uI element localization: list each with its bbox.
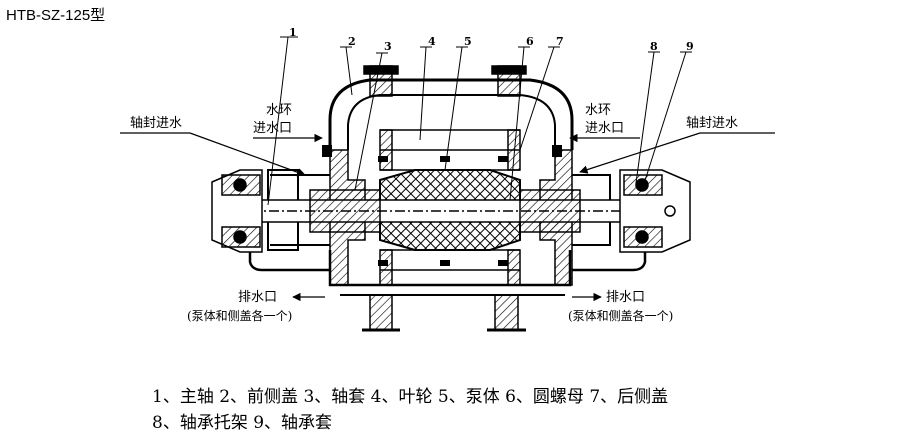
callout-numbers: 1 2 3 4 5 6 7 8 9	[289, 26, 694, 53]
main-shaft	[215, 189, 680, 233]
callout-8: 8	[650, 40, 658, 53]
label-drain-left: 排水口	[238, 290, 277, 305]
callout-3: 3	[384, 40, 392, 53]
callout-5: 5	[464, 35, 472, 48]
label-ring-water-left-1: 水环	[266, 103, 292, 118]
seal-water-left-arrow	[189, 132, 306, 177]
label-drain-right: 排水口	[606, 290, 645, 305]
legend-line-1: 1、主轴 2、前侧盖 3、轴套 4、叶轮 5、泵体 6、圆螺母 7、后侧盖	[152, 387, 669, 407]
seal-water-right-arrow	[579, 132, 701, 174]
seal-rings	[322, 145, 562, 266]
callout-4: 4	[428, 35, 436, 48]
label-ring-water-left-2: 进水口	[253, 121, 292, 136]
leader-lines	[267, 36, 692, 206]
bearing-housing-left	[211, 169, 263, 253]
label-seal-water-right: 轴封进水	[686, 116, 738, 131]
label-drain-left-note: (泵体和侧盖各一个)	[187, 308, 292, 323]
annotation-labels: 轴封进水 轴封进水 水环 进水口 水环 进水口 排水口 (泵体和侧盖各一个) 排…	[130, 103, 738, 323]
bottom-feet	[362, 294, 526, 332]
callout-9: 9	[686, 40, 694, 53]
page-title: HTB-SZ-125型	[6, 7, 106, 24]
callout-1: 1	[289, 26, 297, 39]
label-drain-right-note: (泵体和侧盖各一个)	[568, 308, 673, 323]
callout-6: 6	[526, 35, 534, 48]
label-seal-water-left: 轴封进水	[130, 116, 182, 131]
label-ring-water-right-1: 水环	[585, 103, 611, 118]
legend-line-2: 8、轴承托架 9、轴承套	[152, 413, 333, 433]
callout-2: 2	[348, 35, 356, 48]
callout-7: 7	[556, 35, 564, 48]
label-ring-water-right-2: 进水口	[585, 121, 624, 136]
bearing-housing-right	[619, 169, 691, 253]
flow-arrows	[120, 132, 775, 302]
